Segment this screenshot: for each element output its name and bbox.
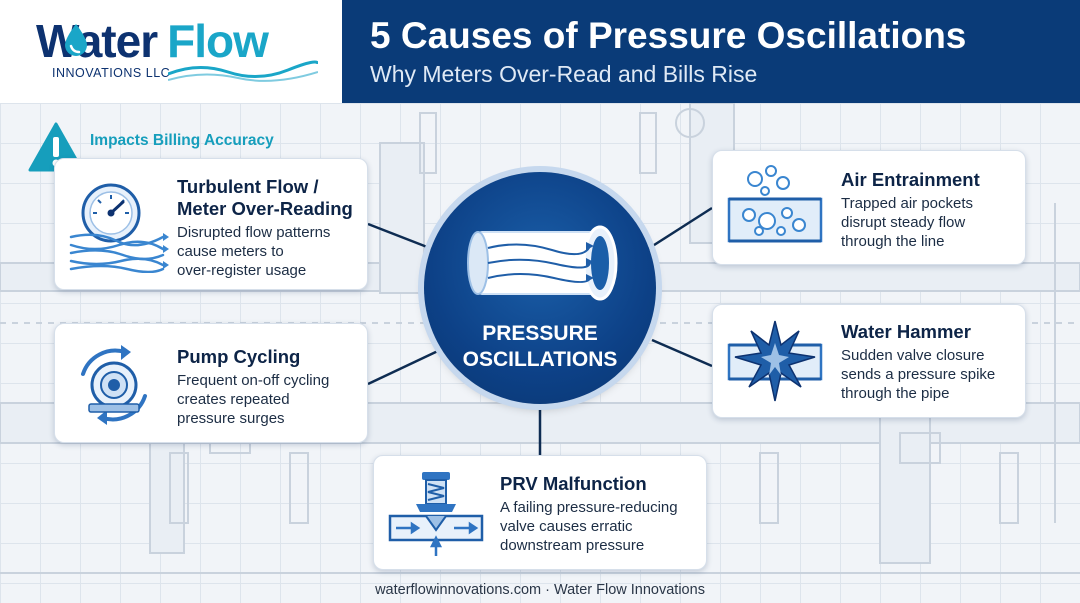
title-banner xyxy=(342,0,1080,103)
cause-title: Water Hammer xyxy=(841,321,971,342)
cause-description: disrupt steady flow xyxy=(841,214,966,231)
cause-title: Turbulent Flow / xyxy=(177,176,319,197)
pressure-valve-icon xyxy=(388,472,484,556)
pump-cycle-icon xyxy=(81,345,147,425)
cause-title: Meter Over-Reading xyxy=(177,198,353,219)
water-drop-icon xyxy=(65,24,87,56)
page-title: 5 Causes of Pressure Oscillations xyxy=(370,15,967,56)
cause-card-water-hammer[interactable]: Water Hammer Sudden valve closure sends … xyxy=(712,304,1026,418)
cause-card-pump-cycling[interactable]: Pump Cycling Frequent on-off cycling cre… xyxy=(54,323,368,443)
cause-title: Pump Cycling xyxy=(177,346,301,367)
cause-description: through the pipe xyxy=(841,385,950,402)
cause-title: Air Entrainment xyxy=(841,169,980,190)
cause-description: over-register usage xyxy=(177,262,307,279)
cause-description: A failing pressure-reducing xyxy=(500,499,678,516)
air-bubbles-icon xyxy=(727,165,823,243)
hub-title-line1: PRESSURE xyxy=(482,322,598,345)
pressure-spike-icon xyxy=(727,320,823,402)
cause-description: Frequent on-off cycling xyxy=(177,372,330,389)
cause-card-air-entrainment[interactable]: Air Entrainment Trapped air pockets disr… xyxy=(712,150,1026,265)
cause-card-prv-malfunction[interactable]: PRV Malfunction A failing pressure-reduc… xyxy=(373,455,707,570)
gauge-turbulence-icon xyxy=(69,183,169,273)
cause-description: Disrupted flow patterns xyxy=(177,224,331,241)
cause-description: pressure surges xyxy=(177,410,285,427)
pipe-flow-icon xyxy=(467,225,618,301)
logo-subtitle: INNOVATIONS LLC xyxy=(52,66,171,80)
cause-description: downstream pressure xyxy=(500,537,645,554)
cause-description: sends a pressure spike xyxy=(841,366,996,383)
wave-icon xyxy=(168,60,318,82)
logo-word-water: Water xyxy=(36,15,158,67)
cause-title: PRV Malfunction xyxy=(500,473,647,494)
page-subtitle: Why Meters Over-Read and Bills Rise xyxy=(370,61,758,87)
cause-description: creates repeated xyxy=(177,391,290,408)
cause-description: Sudden valve closure xyxy=(841,347,985,364)
cause-description: through the line xyxy=(841,233,945,250)
cause-description: cause meters to xyxy=(177,243,284,260)
cause-description: Trapped air pockets xyxy=(841,195,974,212)
logo-word-flow: Flow xyxy=(167,15,269,67)
footer-credit[interactable]: waterflowinnovations.com · Water Flow In… xyxy=(375,582,705,598)
cause-description: valve causes erratic xyxy=(500,518,633,535)
cause-card-turbulent-flow[interactable]: Turbulent Flow / Meter Over-Reading Disr… xyxy=(54,158,368,290)
billing-impact-label: Impacts Billing Accuracy xyxy=(90,132,274,149)
hub-title-line2: OSCILLATIONS xyxy=(462,348,618,371)
